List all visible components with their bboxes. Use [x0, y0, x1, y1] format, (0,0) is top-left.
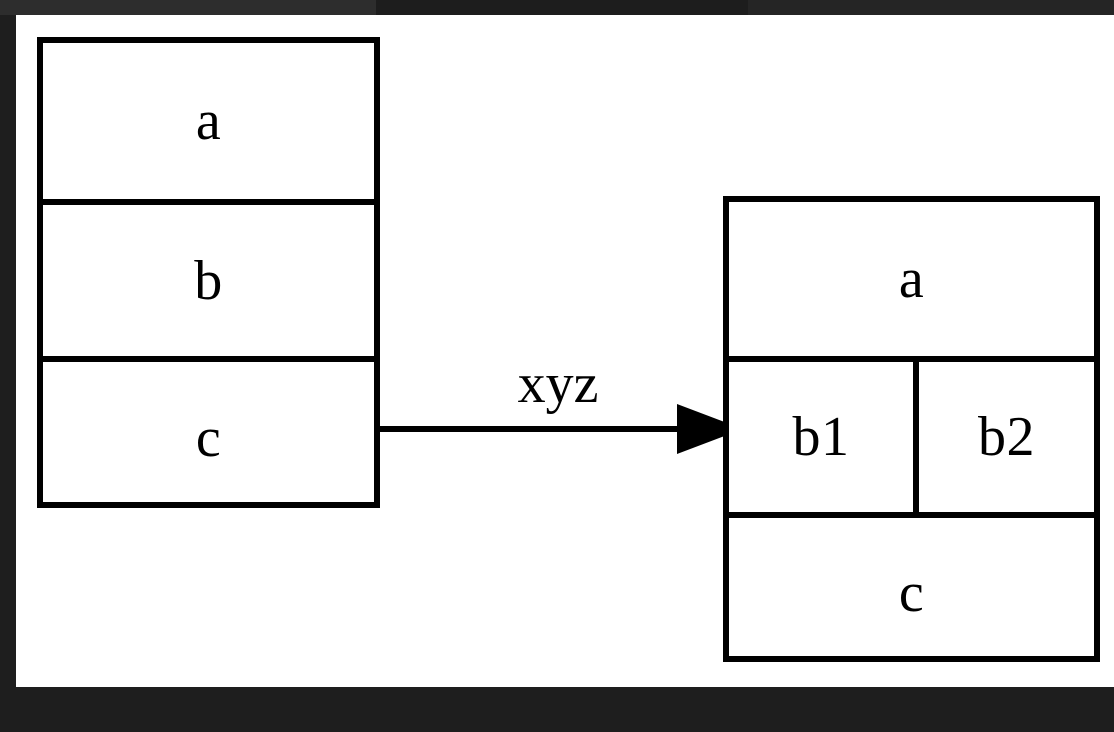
- entity-row[interactable]: c: [43, 356, 374, 514]
- entity-box-right[interactable]: a b1 b2 c: [723, 196, 1100, 662]
- entity-cell[interactable]: b2: [913, 362, 1094, 512]
- entity-row[interactable]: a: [43, 43, 374, 199]
- entity-row[interactable]: c: [729, 512, 1094, 668]
- entity-row[interactable]: b: [43, 199, 374, 356]
- diagram-canvas[interactable]: a b c xyz a b1 b2 c: [16, 15, 1114, 687]
- entity-cell[interactable]: b: [194, 249, 223, 312]
- window-left-frame: [0, 15, 16, 687]
- window-titlebar-left: [0, 0, 376, 15]
- window-bottom-frame: [0, 687, 1114, 732]
- entity-row[interactable]: a: [729, 202, 1094, 356]
- window-titlebar-right: [748, 0, 1114, 15]
- entity-row[interactable]: b1 b2: [729, 356, 1094, 512]
- entity-cell[interactable]: a: [898, 248, 925, 310]
- relationship-arrow[interactable]: xyz: [378, 356, 743, 454]
- entity-cell[interactable]: c: [195, 407, 222, 469]
- relationship-label[interactable]: xyz: [517, 353, 599, 415]
- entity-cell[interactable]: c: [898, 562, 925, 624]
- entity-cell[interactable]: b1: [792, 406, 850, 468]
- entity-cell[interactable]: a: [195, 90, 222, 152]
- window-titlebar-center: [376, 0, 748, 15]
- entity-box-left[interactable]: a b c: [37, 37, 380, 508]
- arrow-line: [378, 426, 683, 432]
